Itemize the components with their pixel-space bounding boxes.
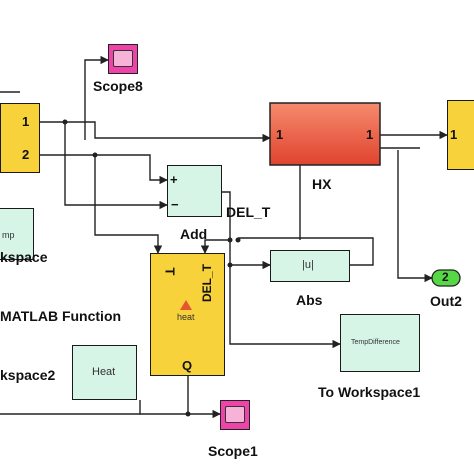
signal-line [40, 154, 168, 185]
to-workspace1-label: To Workspace1 [318, 384, 421, 400]
abs-block[interactable] [270, 250, 350, 282]
signal-line [94, 155, 163, 254]
junction-dot [227, 237, 233, 243]
junction-dot [235, 237, 241, 243]
add-plus-sign: + [170, 172, 178, 187]
add-block[interactable] [167, 165, 222, 217]
abs-label: Abs [296, 292, 323, 308]
signal-line [139, 400, 188, 415]
signal-line [229, 240, 271, 270]
signal-line [40, 121, 271, 143]
matlab-function-label: MATLAB Function [0, 308, 122, 324]
del-t-label: DEL_T [226, 204, 271, 220]
scope1-block[interactable] [220, 400, 250, 430]
out2-port[interactable] [431, 269, 461, 287]
scope8-block[interactable] [108, 44, 138, 74]
heat-block[interactable] [72, 345, 137, 400]
scope-screen [113, 50, 133, 67]
out2-label: Out2 [430, 293, 462, 309]
add-minus-sign: − [171, 197, 179, 212]
matlab-function-block[interactable] [150, 253, 225, 376]
workspace-label: kspace [0, 249, 48, 265]
heat-input-t: T [162, 267, 178, 276]
right-subsystem-block[interactable] [447, 100, 474, 170]
port-label: 1 [22, 114, 30, 129]
port-label: 2 [22, 147, 30, 162]
junction-dot [62, 119, 68, 125]
signal-line [64, 122, 168, 210]
to-workspace1-var: TempDifference [351, 339, 400, 346]
hx-block[interactable] [269, 102, 381, 166]
signal-line [187, 376, 221, 419]
workspace2-label: kspace2 [0, 367, 56, 383]
out2-port-number: 2 [442, 270, 449, 284]
port-label: 1 [276, 127, 284, 142]
port-label: 1 [450, 127, 458, 142]
heat-fn-name: heat [177, 312, 195, 322]
left-subsystem-block[interactable] [0, 103, 40, 173]
to-workspace1-block[interactable] [340, 314, 420, 372]
workspace-var-text: mp [2, 230, 15, 240]
scope8-label: Scope8 [93, 78, 143, 94]
junction-dot [92, 152, 98, 158]
port-label: 1 [366, 127, 374, 142]
scope-screen [225, 406, 245, 423]
signal-line [229, 265, 341, 349]
hx-label: HX [312, 176, 332, 192]
signal-line [84, 55, 109, 140]
to-workspace-block[interactable] [0, 208, 34, 260]
heat-output-q: Q [182, 358, 193, 373]
add-label: Add [180, 226, 208, 242]
junction-dot [185, 411, 191, 417]
scope1-label: Scope1 [208, 443, 258, 459]
heat-block-text: Heat [92, 366, 116, 378]
signal-line [238, 237, 374, 266]
abs-symbol: |u| [302, 259, 314, 271]
matlab-logo-icon [180, 300, 192, 310]
heat-input-del-t: DEL_T [200, 263, 215, 303]
junction-dot [227, 262, 233, 268]
